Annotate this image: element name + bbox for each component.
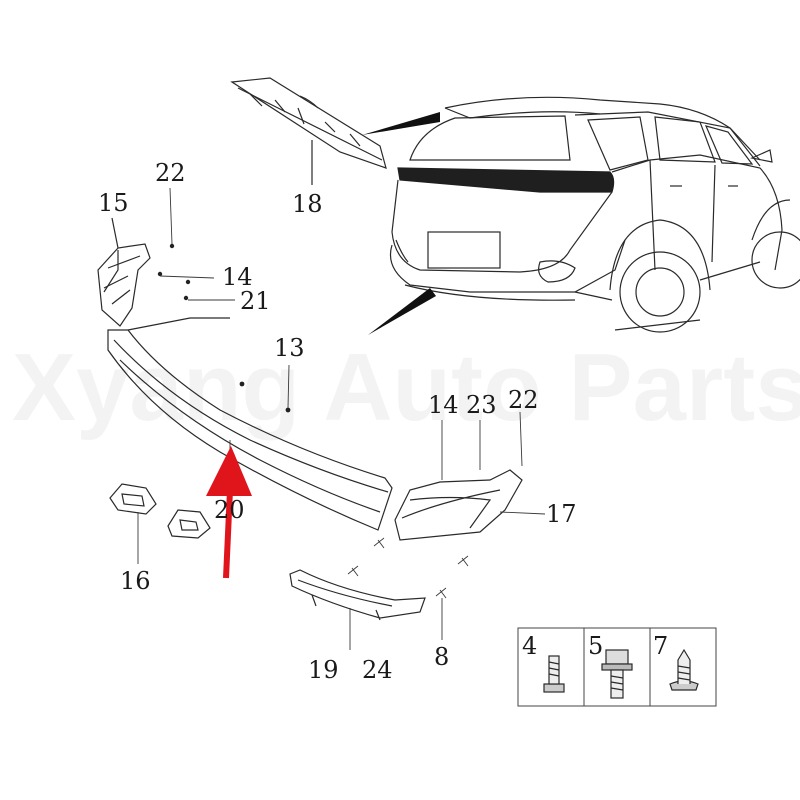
fascia-screws	[157, 243, 291, 413]
leader-lines	[137, 187, 546, 650]
fastener-legend	[517, 627, 717, 707]
bracket-fasteners	[347, 537, 469, 599]
vehicle-illustration	[389, 96, 800, 333]
callout-13: 13	[274, 334, 305, 362]
bumper-location-pointer	[368, 288, 436, 335]
part-16-clip	[109, 483, 157, 515]
bolt-5-icon	[601, 649, 633, 699]
callout-21: 21	[240, 287, 271, 315]
rear-bumper-fascia	[107, 317, 393, 531]
callout-15: 15	[98, 189, 129, 217]
callout-8: 8	[434, 643, 449, 671]
screw-7-icon	[669, 648, 699, 691]
spoiler-location-pointer	[362, 112, 440, 135]
part-20-clip	[167, 509, 211, 539]
watermark: Xyang Auto Parts	[12, 334, 800, 441]
callout-17: 17	[546, 500, 577, 528]
callout-19: 19	[308, 656, 339, 684]
callout-4: 4	[522, 632, 537, 660]
callout-23: 23	[466, 391, 497, 419]
callout-22-left: 22	[155, 159, 186, 187]
callout-20: 20	[214, 496, 245, 524]
highlight-arrow	[206, 446, 252, 579]
part-15-left-bracket	[97, 217, 151, 327]
callout-24: 24	[362, 656, 393, 684]
part-19-reflector-bracket	[289, 569, 426, 621]
callout-14-right: 14	[428, 391, 459, 419]
callout-numbers: 22 15 14 21 18 13 14 23 22 17 20 16 19 2…	[98, 159, 668, 684]
callout-22-right: 22	[508, 386, 539, 414]
callout-18: 18	[292, 190, 323, 218]
callout-14-left: 14	[222, 263, 253, 291]
callout-16: 16	[120, 567, 151, 595]
callout-7: 7	[653, 632, 668, 660]
part-18-spoiler	[230, 77, 387, 185]
callout-5: 5	[588, 632, 603, 660]
bolt-4-icon	[543, 655, 565, 693]
part-17-right-bracket	[394, 469, 523, 541]
